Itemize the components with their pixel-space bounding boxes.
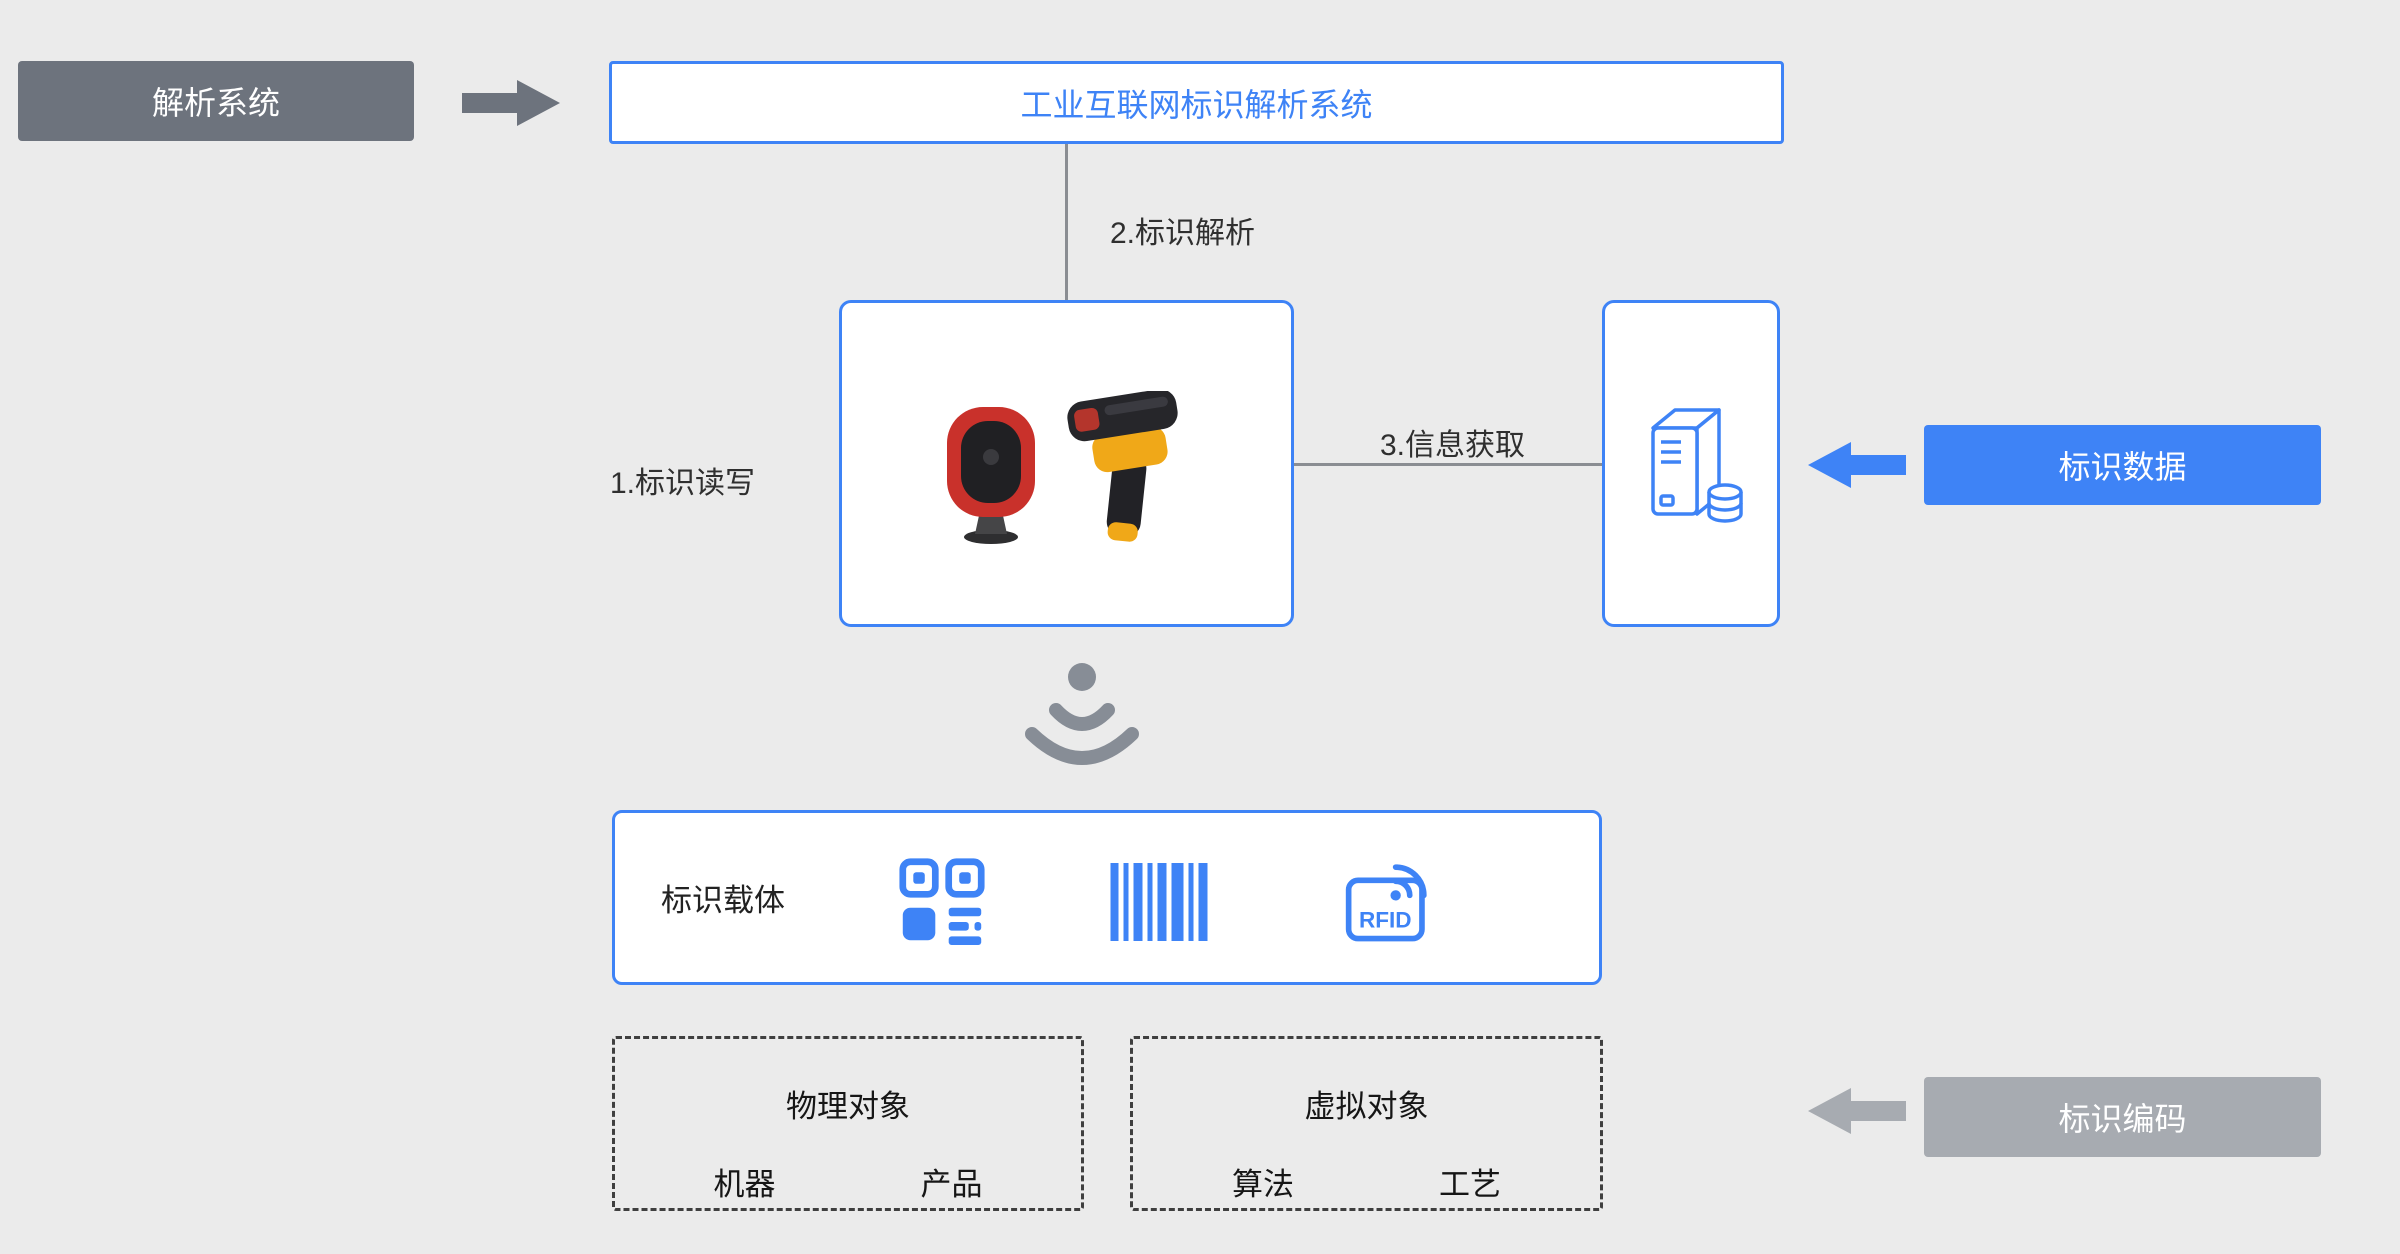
virtual-object-box: 虚拟对象 算法 工艺 [1130,1036,1603,1211]
arrow-left-gray-icon [1808,1088,1906,1134]
step2-label: 2.标识解析 [1110,217,1256,250]
identity-encoding-label: 标识编码 [2058,1101,2187,1137]
arrow-left-blue-icon [1808,442,1906,488]
physical-object-items: 机器 产品 [615,1159,1081,1204]
scanner-box [839,300,1294,627]
rfid-icon: RFID [1345,864,1427,942]
carrier-label: 标识载体 [661,883,785,918]
virtual-object-title: 虚拟对象 [1304,1089,1429,1124]
resolution-system-label: 解析系统 [151,85,280,121]
physical-object-box: 物理对象 机器 产品 [612,1036,1084,1211]
virtual-object-item-algorithm: 算法 [1232,1167,1294,1202]
arrow-right-icon [462,80,560,126]
virtual-object-items: 算法 工艺 [1133,1159,1600,1204]
server-database-icon [1651,407,1743,523]
wifi-icon [1025,663,1139,765]
physical-object-item-machine: 机器 [713,1167,776,1202]
qrcode-icon [899,858,985,945]
physical-object-title: 物理对象 [786,1089,910,1124]
step1-label: 1.标识读写 [610,467,756,500]
step3-label: 3.信息获取 [1380,429,1526,462]
desktop-scanner-image [947,407,1035,544]
virtual-object-item-process: 工艺 [1439,1167,1501,1202]
server-box [1602,300,1780,627]
horizontal-connector-line [1294,463,1602,466]
vertical-connector-line [1065,144,1068,300]
resolution-system-box: 解析系统 [18,61,414,141]
barcode-icon [1110,863,1208,941]
top-system-box: 工业互联网标识解析系统 [609,61,1784,144]
carrier-box: 标识载体 [612,810,1602,985]
physical-object-item-product: 产品 [920,1167,983,1202]
identity-data-box: 标识数据 [1924,425,2321,505]
handheld-scanner-image [1067,391,1178,542]
top-system-label: 工业互联网标识解析系统 [1020,86,1373,123]
identity-data-label: 标识数据 [2058,449,2187,485]
identity-encoding-box: 标识编码 [1924,1077,2321,1157]
rfid-text: RFID [1359,907,1412,932]
